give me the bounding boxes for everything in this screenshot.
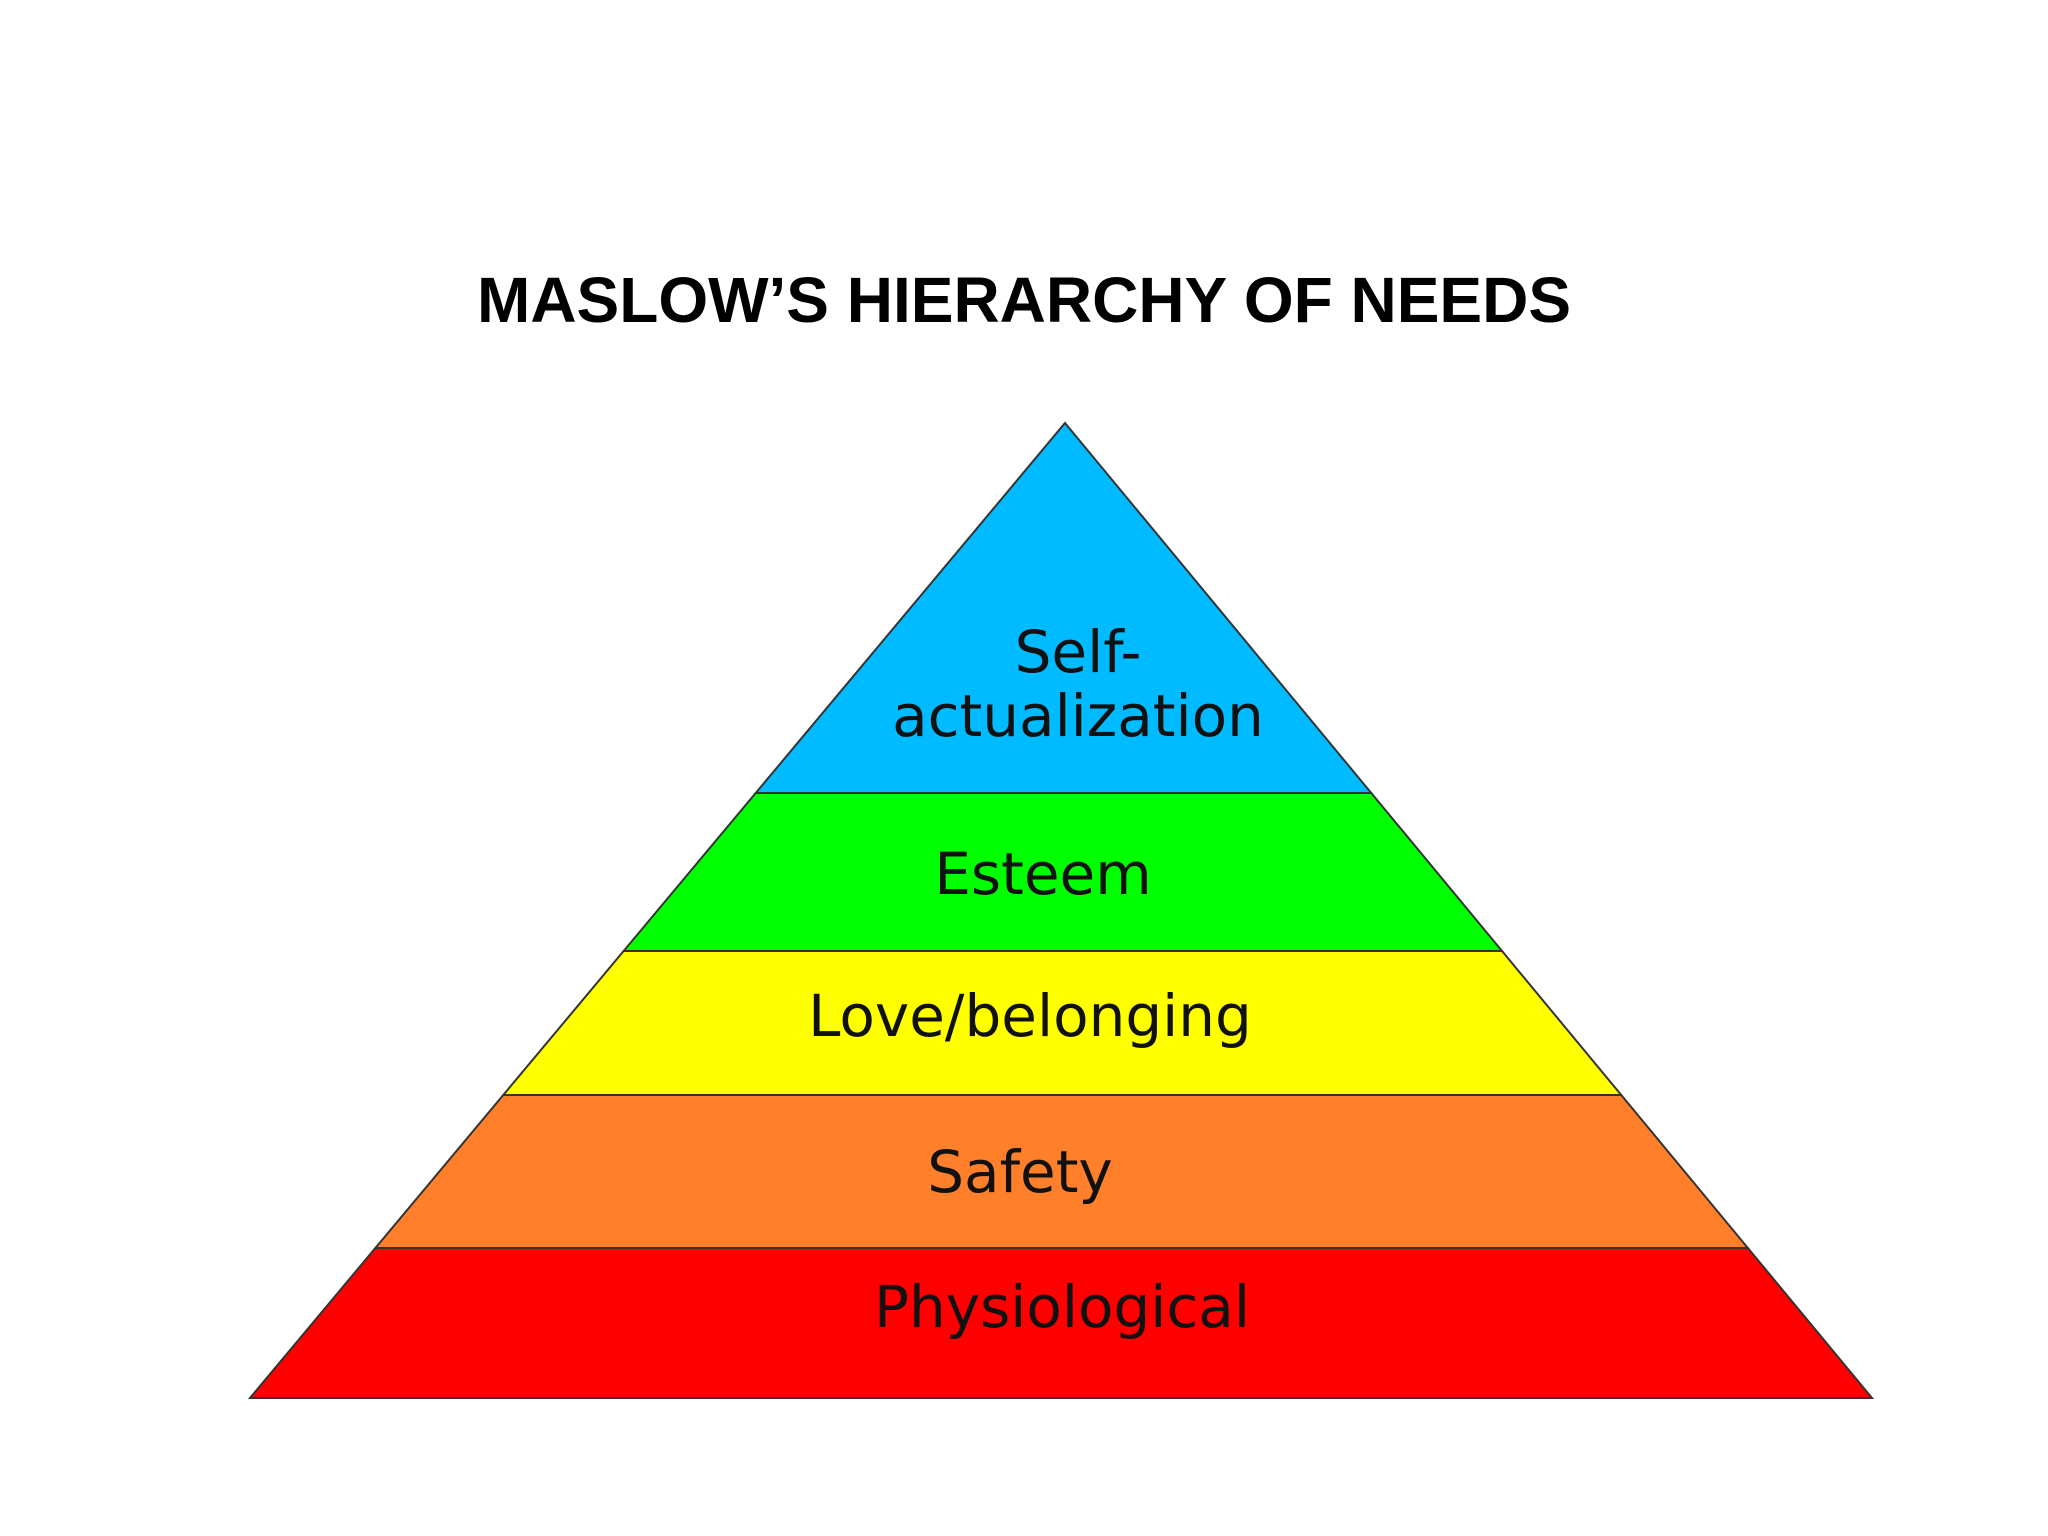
page-title: MASLOW’S HIERARCHY OF NEEDS — [477, 264, 1571, 336]
pyramid-level-label: Self- — [1015, 618, 1142, 686]
pyramid-level-label: Physiological — [874, 1273, 1250, 1341]
pyramid-level-label: Love/belonging — [808, 982, 1252, 1050]
pyramid-level-label: Esteem — [934, 840, 1151, 908]
pyramid-level-label: Safety — [927, 1138, 1113, 1206]
pyramid-level-band — [247, 1247, 1875, 1399]
pyramid-level-label: actualization — [892, 682, 1264, 750]
